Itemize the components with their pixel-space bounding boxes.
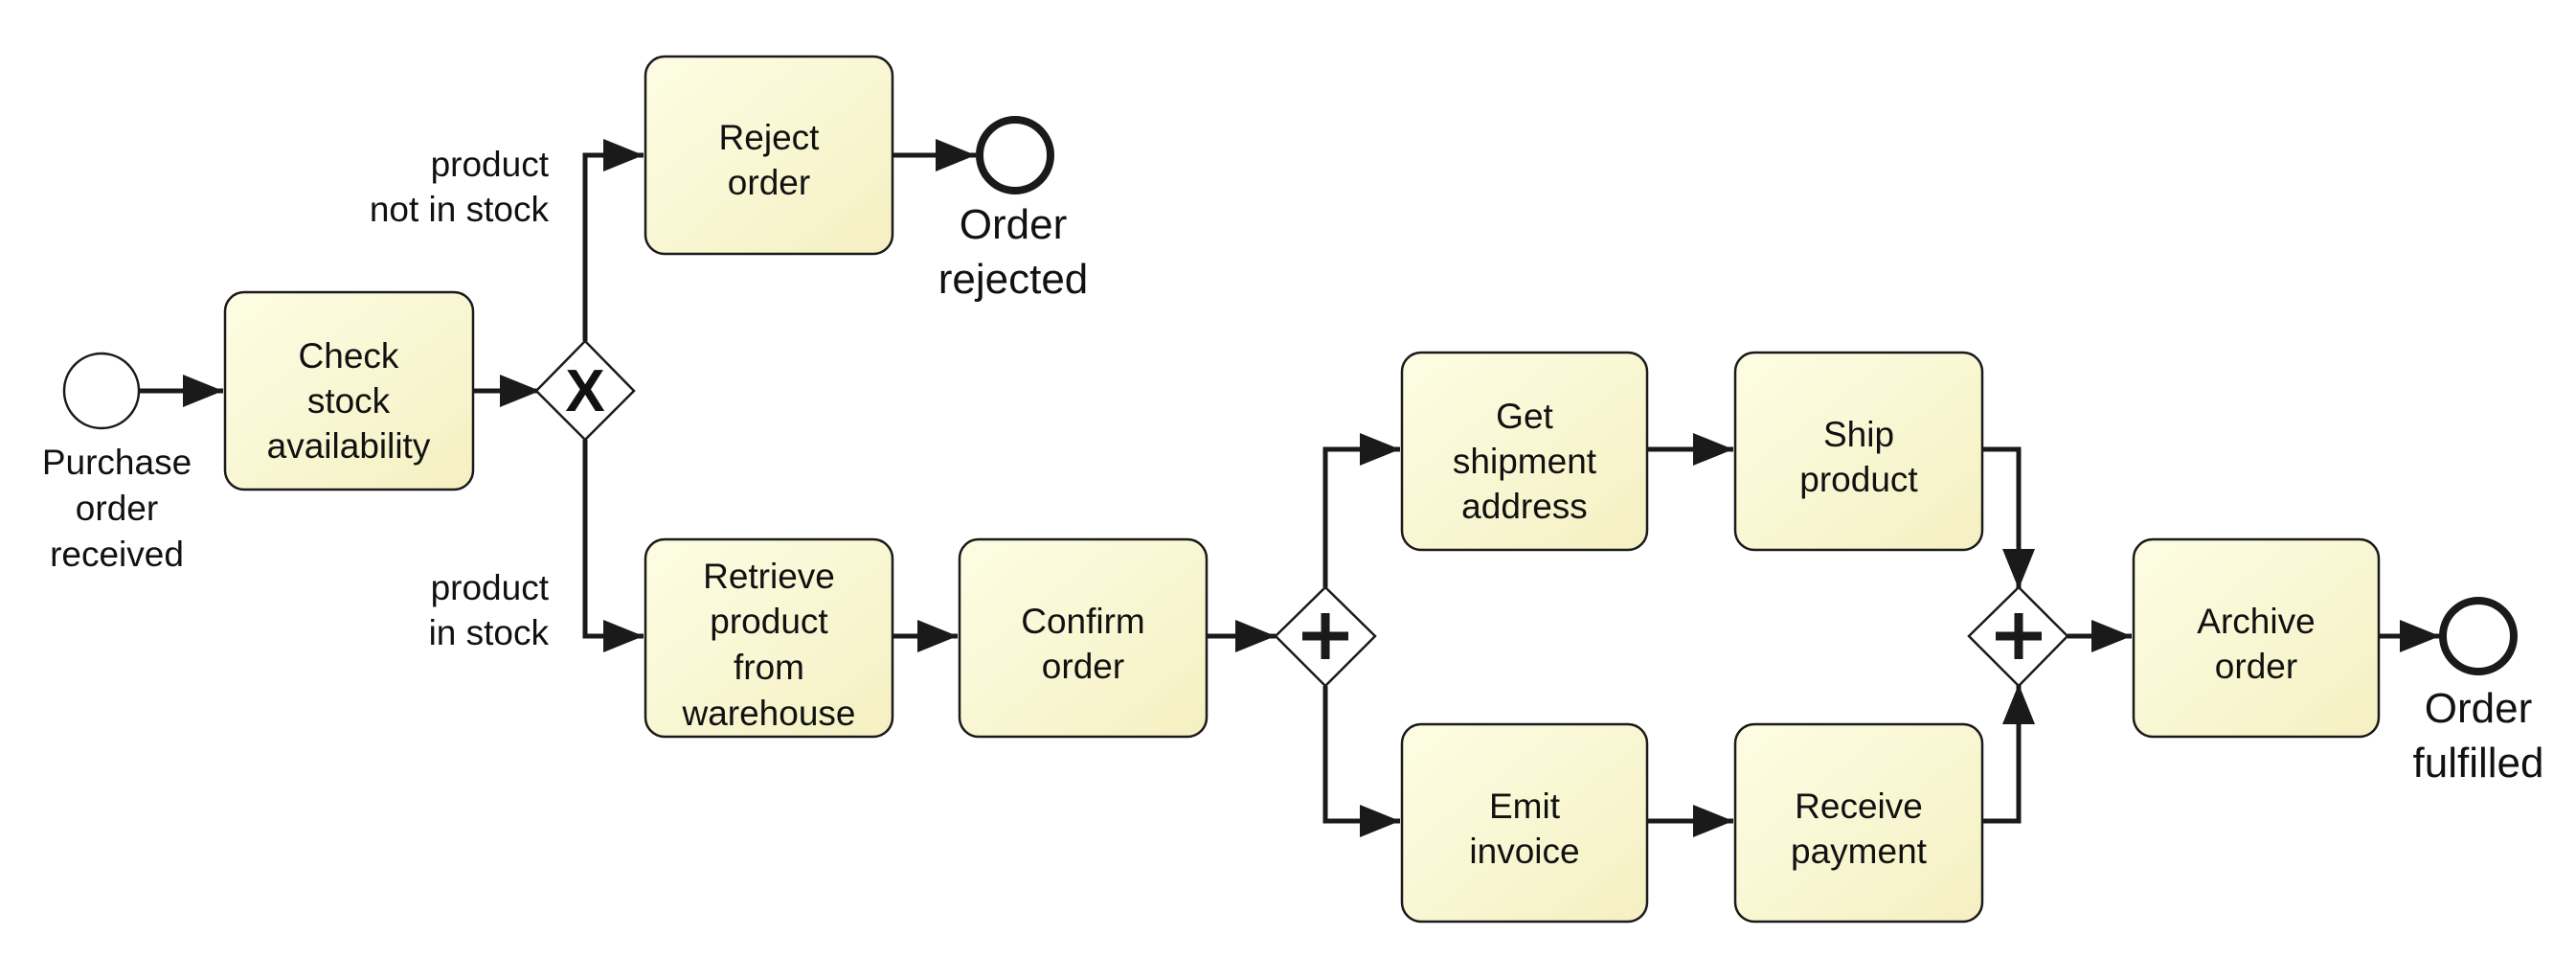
task-receive-payment[interactable]: Receive payment [1733, 722, 1984, 924]
parallel-gateway-plus-icon [1996, 613, 2042, 659]
event-label-line: Order [960, 201, 1067, 248]
task-check-stock-availability[interactable]: Check stock availability [223, 290, 475, 491]
task-label-line: from [734, 648, 804, 687]
task-label-line: Receive [1795, 787, 1923, 826]
task-label-line: Confirm [1021, 602, 1145, 641]
flow-payment-to-join [1982, 684, 2035, 824]
end-event-icon [976, 116, 1054, 194]
task-confirm-order[interactable]: Confirm order [958, 537, 1209, 739]
task-label-line: product [710, 602, 828, 641]
task-label-line: address [1461, 487, 1588, 526]
task-box [2132, 537, 2381, 739]
flow-label-line: not in stock [370, 190, 550, 229]
task-label-line: shipment [1453, 442, 1597, 481]
task-box [644, 537, 894, 739]
event-label-line: Purchase [42, 443, 192, 482]
task-label-line: order [1042, 647, 1124, 686]
flow-label-line: product [431, 568, 550, 607]
task-label-line: stock [307, 381, 391, 421]
flow-label-in-stock: product in stock [429, 568, 550, 652]
task-label-line: product [1799, 460, 1918, 499]
event-label-line: rejected [938, 256, 1089, 303]
task-ship-product[interactable]: Ship product [1733, 351, 1984, 552]
event-label-line: fulfilled [2413, 740, 2544, 787]
end-event-icon [2439, 597, 2518, 675]
task-label-line: payment [1791, 832, 1928, 871]
parallel-gateway-join[interactable] [1967, 585, 2069, 688]
event-label-line: order [76, 489, 158, 528]
task-get-shipment-address[interactable]: Get shipment address [1400, 351, 1649, 552]
task-label-line: warehouse [681, 694, 855, 733]
start-event-icon [62, 352, 141, 430]
task-label-line: Get [1496, 397, 1553, 436]
start-event-purchase-order-received[interactable]: Purchase order received [42, 352, 192, 574]
task-archive-order[interactable]: Archive order [2132, 537, 2381, 739]
task-label-line: order [728, 163, 810, 202]
task-box [958, 537, 1209, 739]
task-label-line: Emit [1489, 787, 1561, 826]
exclusive-gateway-marker: X [565, 358, 604, 424]
task-label-line: Ship [1823, 415, 1894, 454]
flow-ship-to-join [1982, 446, 2035, 589]
task-box [1400, 722, 1649, 924]
task-label-line: Check [299, 336, 399, 376]
end-event-order-fulfilled[interactable]: Order fulfilled [2413, 597, 2544, 787]
task-label-line: availability [267, 426, 431, 466]
flow-label-line: product [431, 145, 550, 184]
flow-xor-to-reject [582, 139, 644, 341]
task-reject-order[interactable]: Reject order [644, 55, 894, 256]
task-emit-invoice[interactable]: Emit invoice [1400, 722, 1649, 924]
task-label-line: Reject [719, 118, 821, 157]
event-label-line: Order [2425, 685, 2532, 732]
flow-xor-to-retrieve [582, 440, 644, 652]
task-box [1733, 351, 1984, 552]
sequence-flows [140, 139, 2440, 837]
gateway-diamond [534, 339, 636, 442]
flow-split-to-address [1322, 433, 1400, 587]
parallel-gateway-plus-icon [1302, 613, 1348, 659]
task-box [1400, 351, 1649, 552]
task-box [644, 55, 894, 256]
task-box [223, 290, 475, 491]
task-box [1733, 722, 1984, 924]
event-label-line: received [50, 535, 184, 574]
task-label-line: order [2215, 647, 2297, 686]
task-label-line: invoice [1469, 832, 1579, 871]
flow-split-to-invoice [1322, 686, 1400, 837]
task-label-line: Archive [2197, 602, 2315, 641]
exclusive-gateway[interactable]: X [534, 339, 636, 442]
task-retrieve-product-from-warehouse[interactable]: Retrieve product from warehouse [644, 537, 894, 739]
task-label-line: Retrieve [703, 557, 835, 596]
flow-label-line: in stock [429, 613, 550, 652]
parallel-gateway-split[interactable] [1274, 585, 1377, 688]
flow-label-not-in-stock: product not in stock [370, 145, 550, 229]
end-event-order-rejected[interactable]: Order rejected [938, 116, 1089, 303]
